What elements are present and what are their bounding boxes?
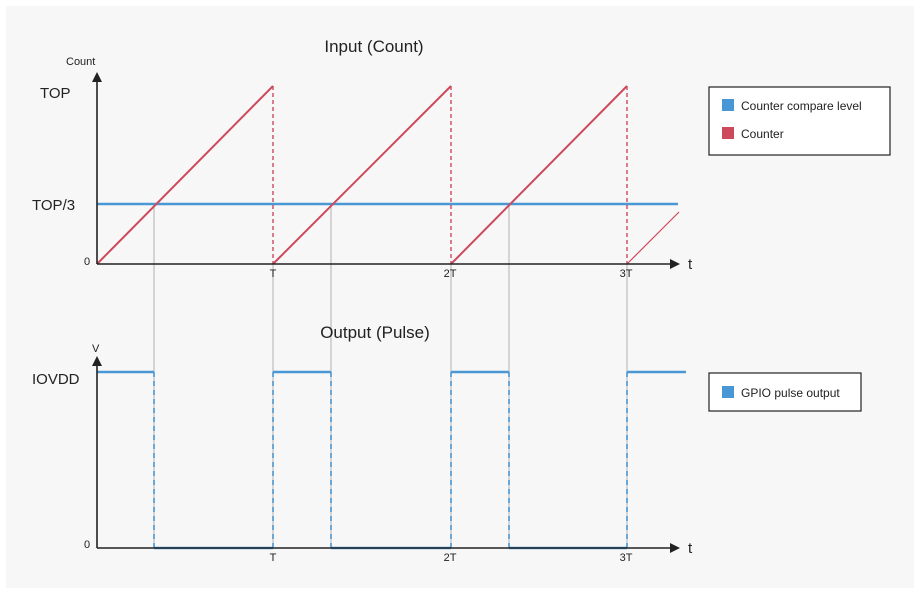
input-y-tick-top: TOP <box>40 85 71 102</box>
output-y-tick-zero: 0 <box>84 539 90 551</box>
counter-ramp <box>626 211 680 265</box>
counter-ramp <box>272 85 452 265</box>
output-y-axis-label: V <box>92 343 100 355</box>
legend-swatch-gpio <box>722 386 734 398</box>
legend-label-counter: Counter <box>741 127 784 141</box>
counter-ramp <box>96 85 274 265</box>
input-plot-title: Input (Count) <box>324 37 423 56</box>
legend-swatch-counter <box>722 127 734 139</box>
output-y-tick-high: IOVDD <box>32 371 80 388</box>
input-x-tick: 3T <box>620 268 633 280</box>
input-x-tick: T <box>270 268 277 280</box>
output-x-axis-label: t <box>688 540 693 557</box>
input-y-tick-zero: 0 <box>84 256 90 268</box>
legend-label-compare: Counter compare level <box>741 99 862 113</box>
output-x-tick: 3T <box>620 552 633 564</box>
legend-swatch-compare <box>722 99 734 111</box>
output-x-tick: 2T <box>444 552 457 564</box>
output-x-tick: T <box>270 552 277 564</box>
input-y-axis-label: Count <box>66 56 95 68</box>
input-x-axis-label: t <box>688 256 693 273</box>
input-y-tick-third: TOP/3 <box>32 197 75 214</box>
legend-label-gpio: GPIO pulse output <box>741 386 840 400</box>
input-x-tick: 2T <box>444 268 457 280</box>
counter-ramp <box>450 85 628 265</box>
output-plot-title: Output (Pulse) <box>320 323 430 342</box>
input-legend <box>708 86 891 156</box>
output-legend <box>708 372 862 412</box>
